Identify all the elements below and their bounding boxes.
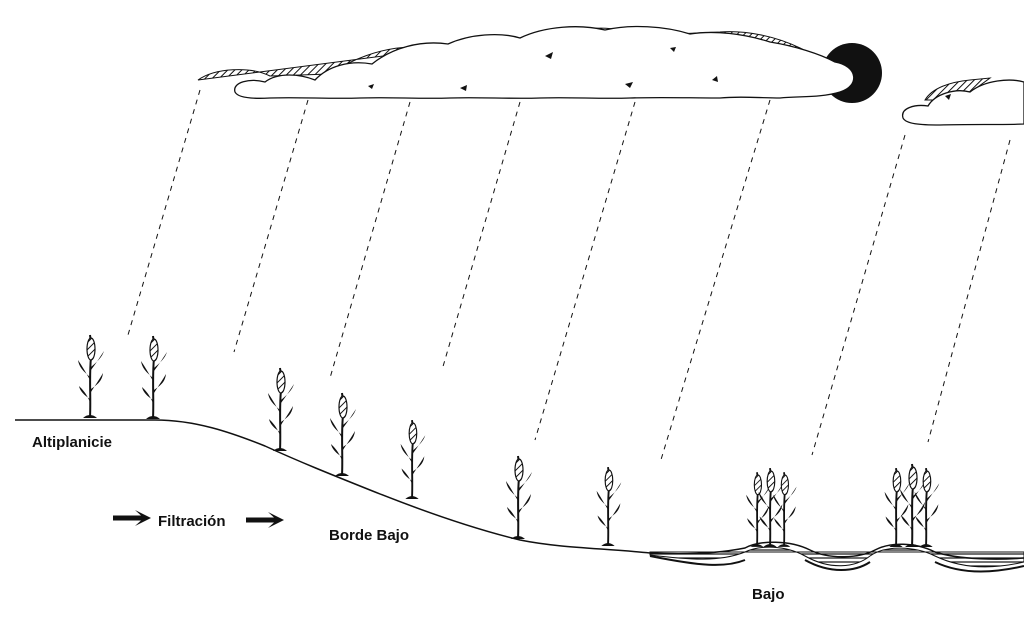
maize-plant-icon <box>329 392 357 477</box>
maize-plant-icon <box>505 455 533 540</box>
maize-plant-icon <box>772 471 798 548</box>
water <box>649 546 1024 573</box>
maize-plant-icon <box>140 335 168 420</box>
label-altiplanicie: Altiplanicie <box>32 434 112 451</box>
arrow-right-icon <box>113 510 151 526</box>
label-filtracion: Filtración <box>158 513 226 530</box>
maize-plant-icon <box>77 334 105 419</box>
maize-plant-icon <box>399 419 427 500</box>
maize-plant-icon <box>913 467 941 548</box>
maize-plant-icon <box>883 467 911 548</box>
small-cloud-icon <box>902 77 1024 126</box>
maize-plant-icon <box>745 471 771 548</box>
label-borde-bajo: Borde Bajo <box>329 527 409 544</box>
maize-plant-icon <box>595 466 623 547</box>
maize-plant-icon <box>757 467 785 548</box>
cloud-icon <box>197 25 855 99</box>
rain <box>127 89 1011 464</box>
maize-plant-icon <box>899 463 927 548</box>
arrow-right-icon <box>246 512 284 528</box>
maize-plant-icon <box>267 367 295 452</box>
label-bajo: Bajo <box>752 586 785 603</box>
